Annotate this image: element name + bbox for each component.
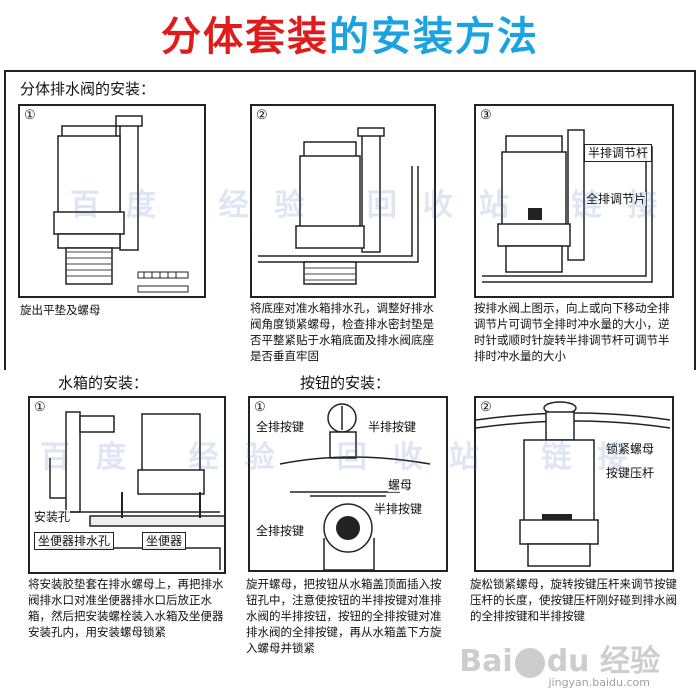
valve-diagram-1 (53, 115, 189, 293)
caption-valve-step2: 将底座对准水箱排水孔，调整好排水阀角度锁紧螺母，检查排水密封垫是否平整紧贴于水箱… (250, 301, 434, 363)
baidu-url: jingyan.baidu.com (548, 676, 650, 689)
panel-button-step1: ① 全排按键 半排按键 螺母 全排按键 半排按键 (248, 396, 448, 572)
baidu-jingyan: 经验 (600, 644, 660, 679)
baidu-brand-1: Bai (459, 644, 513, 679)
panel-valve-step1: ① (18, 104, 206, 298)
caption-valve-step1: 旋出平垫及螺母 (20, 303, 101, 317)
panel-tank-step1: ① 安装孔 坐便器排水孔 坐便器 (28, 396, 226, 574)
panel-valve-step3: ③ 半排调节杆 全排调节片 (474, 104, 674, 298)
callout-lock-nut: 锁紧螺母 (606, 442, 655, 456)
callout-half-flush-rod: 半排调节杆 (584, 144, 653, 162)
caption-button-step1: 旋开螺母，把按钮从水箱盖顶面插入按钮孔中，注意使按钮的半排按键对准排水阀的半排按… (246, 577, 442, 655)
callout-toilet-drain: 坐便器排水孔 (34, 532, 115, 550)
callout-full-flush-key-top: 全排按键 (256, 420, 305, 434)
panel-valve-step2: ② (250, 104, 436, 298)
caption-valve-step3: 按排水阀上图示，向上或向下移动全排调节片可调节全排时冲水量的大小，逆时针或顺时针… (474, 301, 670, 363)
valve-diagram-2 (258, 127, 419, 285)
callout-full-flush-key-bottom: 全排按键 (256, 524, 305, 538)
valve-diagram-3 (482, 129, 653, 283)
caption-tank-step1: 将安装胶垫套在排水螺母上，再把排水阀排水口对准坐便器排水口后放正水箱，然后把安装… (28, 577, 224, 639)
step-number: ① (24, 108, 36, 123)
button-section-label: 按钮的安装： (300, 374, 391, 392)
callout-mount-hole: 安装孔 (34, 510, 71, 524)
step-number: ① (34, 400, 46, 415)
title-part-blue: 的安装方法 (329, 14, 539, 60)
valve-section-label: 分体排水阀的安装： (20, 80, 156, 98)
callout-toilet: 坐便器 (142, 532, 187, 550)
button-diagram-1 (279, 403, 431, 570)
callout-half-flush-key-bottom: 半排按键 (374, 502, 423, 516)
step-number: ② (256, 108, 268, 123)
panel-button-step2: ② 锁紧螺母 按键压杆 (474, 396, 674, 572)
watermark-row-2: 百度 经验 回收站 链接 (40, 440, 654, 475)
watermark-row-1: 百度 经验 回收站 链接 (70, 188, 684, 223)
callout-push-rod: 按键压杆 (606, 466, 655, 480)
paw-icon (514, 647, 545, 678)
step-number: ③ (480, 108, 492, 123)
page-title: 分体套装的安装方法 (0, 4, 700, 62)
step-number: ② (480, 400, 492, 415)
valve-section-frame (4, 70, 696, 370)
caption-button-step2: 旋松锁紧螺母，旋转按键压杆来调节按键压杆的长度，使按键压杆刚好碰到排水阀的全排按… (470, 577, 677, 623)
title-part-red: 分体套装 (161, 14, 329, 60)
step-number: ① (254, 400, 266, 415)
baidu-brand-2: du (546, 644, 590, 679)
tank-section-label: 水箱的安装： (58, 374, 149, 392)
callout-half-flush-key-top: 半排按键 (368, 420, 417, 434)
callout-nut: 螺母 (388, 478, 413, 492)
callout-full-flush-tab: 全排调节片 (586, 192, 647, 206)
button-diagram-2 (476, 401, 671, 567)
